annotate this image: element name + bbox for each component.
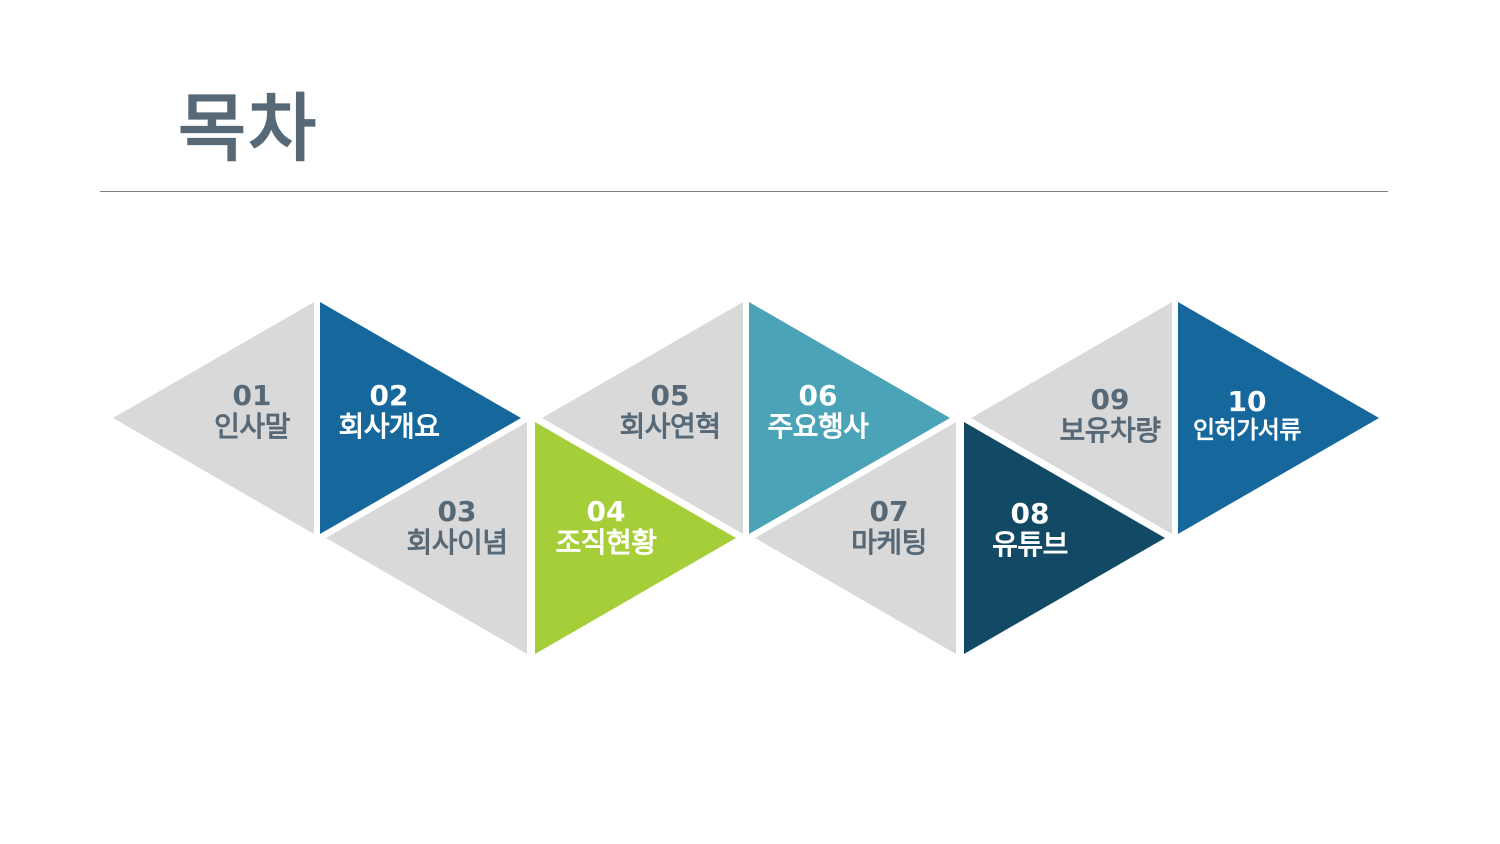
item-label: 보유차량 <box>1059 414 1161 448</box>
toc-item-02[interactable]: 02 회사개요 <box>338 379 440 444</box>
toc-item-05[interactable]: 05 회사연혁 <box>619 379 721 444</box>
item-label: 인허가서류 <box>1193 416 1301 445</box>
toc-item-08[interactable]: 08 유튜브 <box>992 498 1068 561</box>
item-number: 09 <box>1090 383 1130 416</box>
triangle-03[interactable] <box>326 422 527 654</box>
triangle-09[interactable] <box>971 302 1172 534</box>
triangle-07[interactable] <box>755 422 956 654</box>
toc-item-03[interactable]: 03 회사이념 <box>406 495 508 560</box>
triangle-01[interactable] <box>113 302 314 534</box>
item-number: 05 <box>650 379 690 412</box>
triangle-02[interactable] <box>320 302 521 534</box>
item-label: 주요행사 <box>767 410 869 444</box>
toc-item-09[interactable]: 09 보유차량 <box>1059 383 1161 448</box>
item-number: 02 <box>369 379 409 412</box>
triangle-08[interactable] <box>964 422 1165 654</box>
item-label: 회사연혁 <box>619 410 721 444</box>
triangle-06[interactable] <box>749 302 950 534</box>
item-number: 03 <box>437 495 477 528</box>
item-label: 마케팅 <box>851 526 927 560</box>
item-number: 06 <box>798 379 838 412</box>
triangle-05[interactable] <box>542 302 743 534</box>
toc-item-10[interactable]: 10 인허가서류 <box>1193 386 1301 444</box>
toc-item-04[interactable]: 04 조직현황 <box>555 495 657 560</box>
triangle-04[interactable] <box>535 422 736 654</box>
item-number: 04 <box>586 495 626 528</box>
page-title: 목차 <box>178 86 319 172</box>
toc-item-06[interactable]: 06 주요행사 <box>767 379 869 444</box>
toc-item-01[interactable]: 01 인사말 <box>214 380 290 443</box>
item-label: 회사개요 <box>338 410 440 444</box>
item-number: 07 <box>869 495 909 528</box>
item-number: 10 <box>1227 385 1267 418</box>
item-number: 01 <box>232 379 272 412</box>
item-number: 08 <box>1010 497 1050 530</box>
item-label: 조직현황 <box>555 526 657 560</box>
item-label: 유튜브 <box>992 528 1068 562</box>
item-label: 인사말 <box>214 410 290 444</box>
title-divider <box>100 191 1388 192</box>
triangle-10[interactable] <box>1178 302 1379 534</box>
item-label: 회사이념 <box>406 526 508 560</box>
toc-item-07[interactable]: 07 마케팅 <box>851 496 927 559</box>
